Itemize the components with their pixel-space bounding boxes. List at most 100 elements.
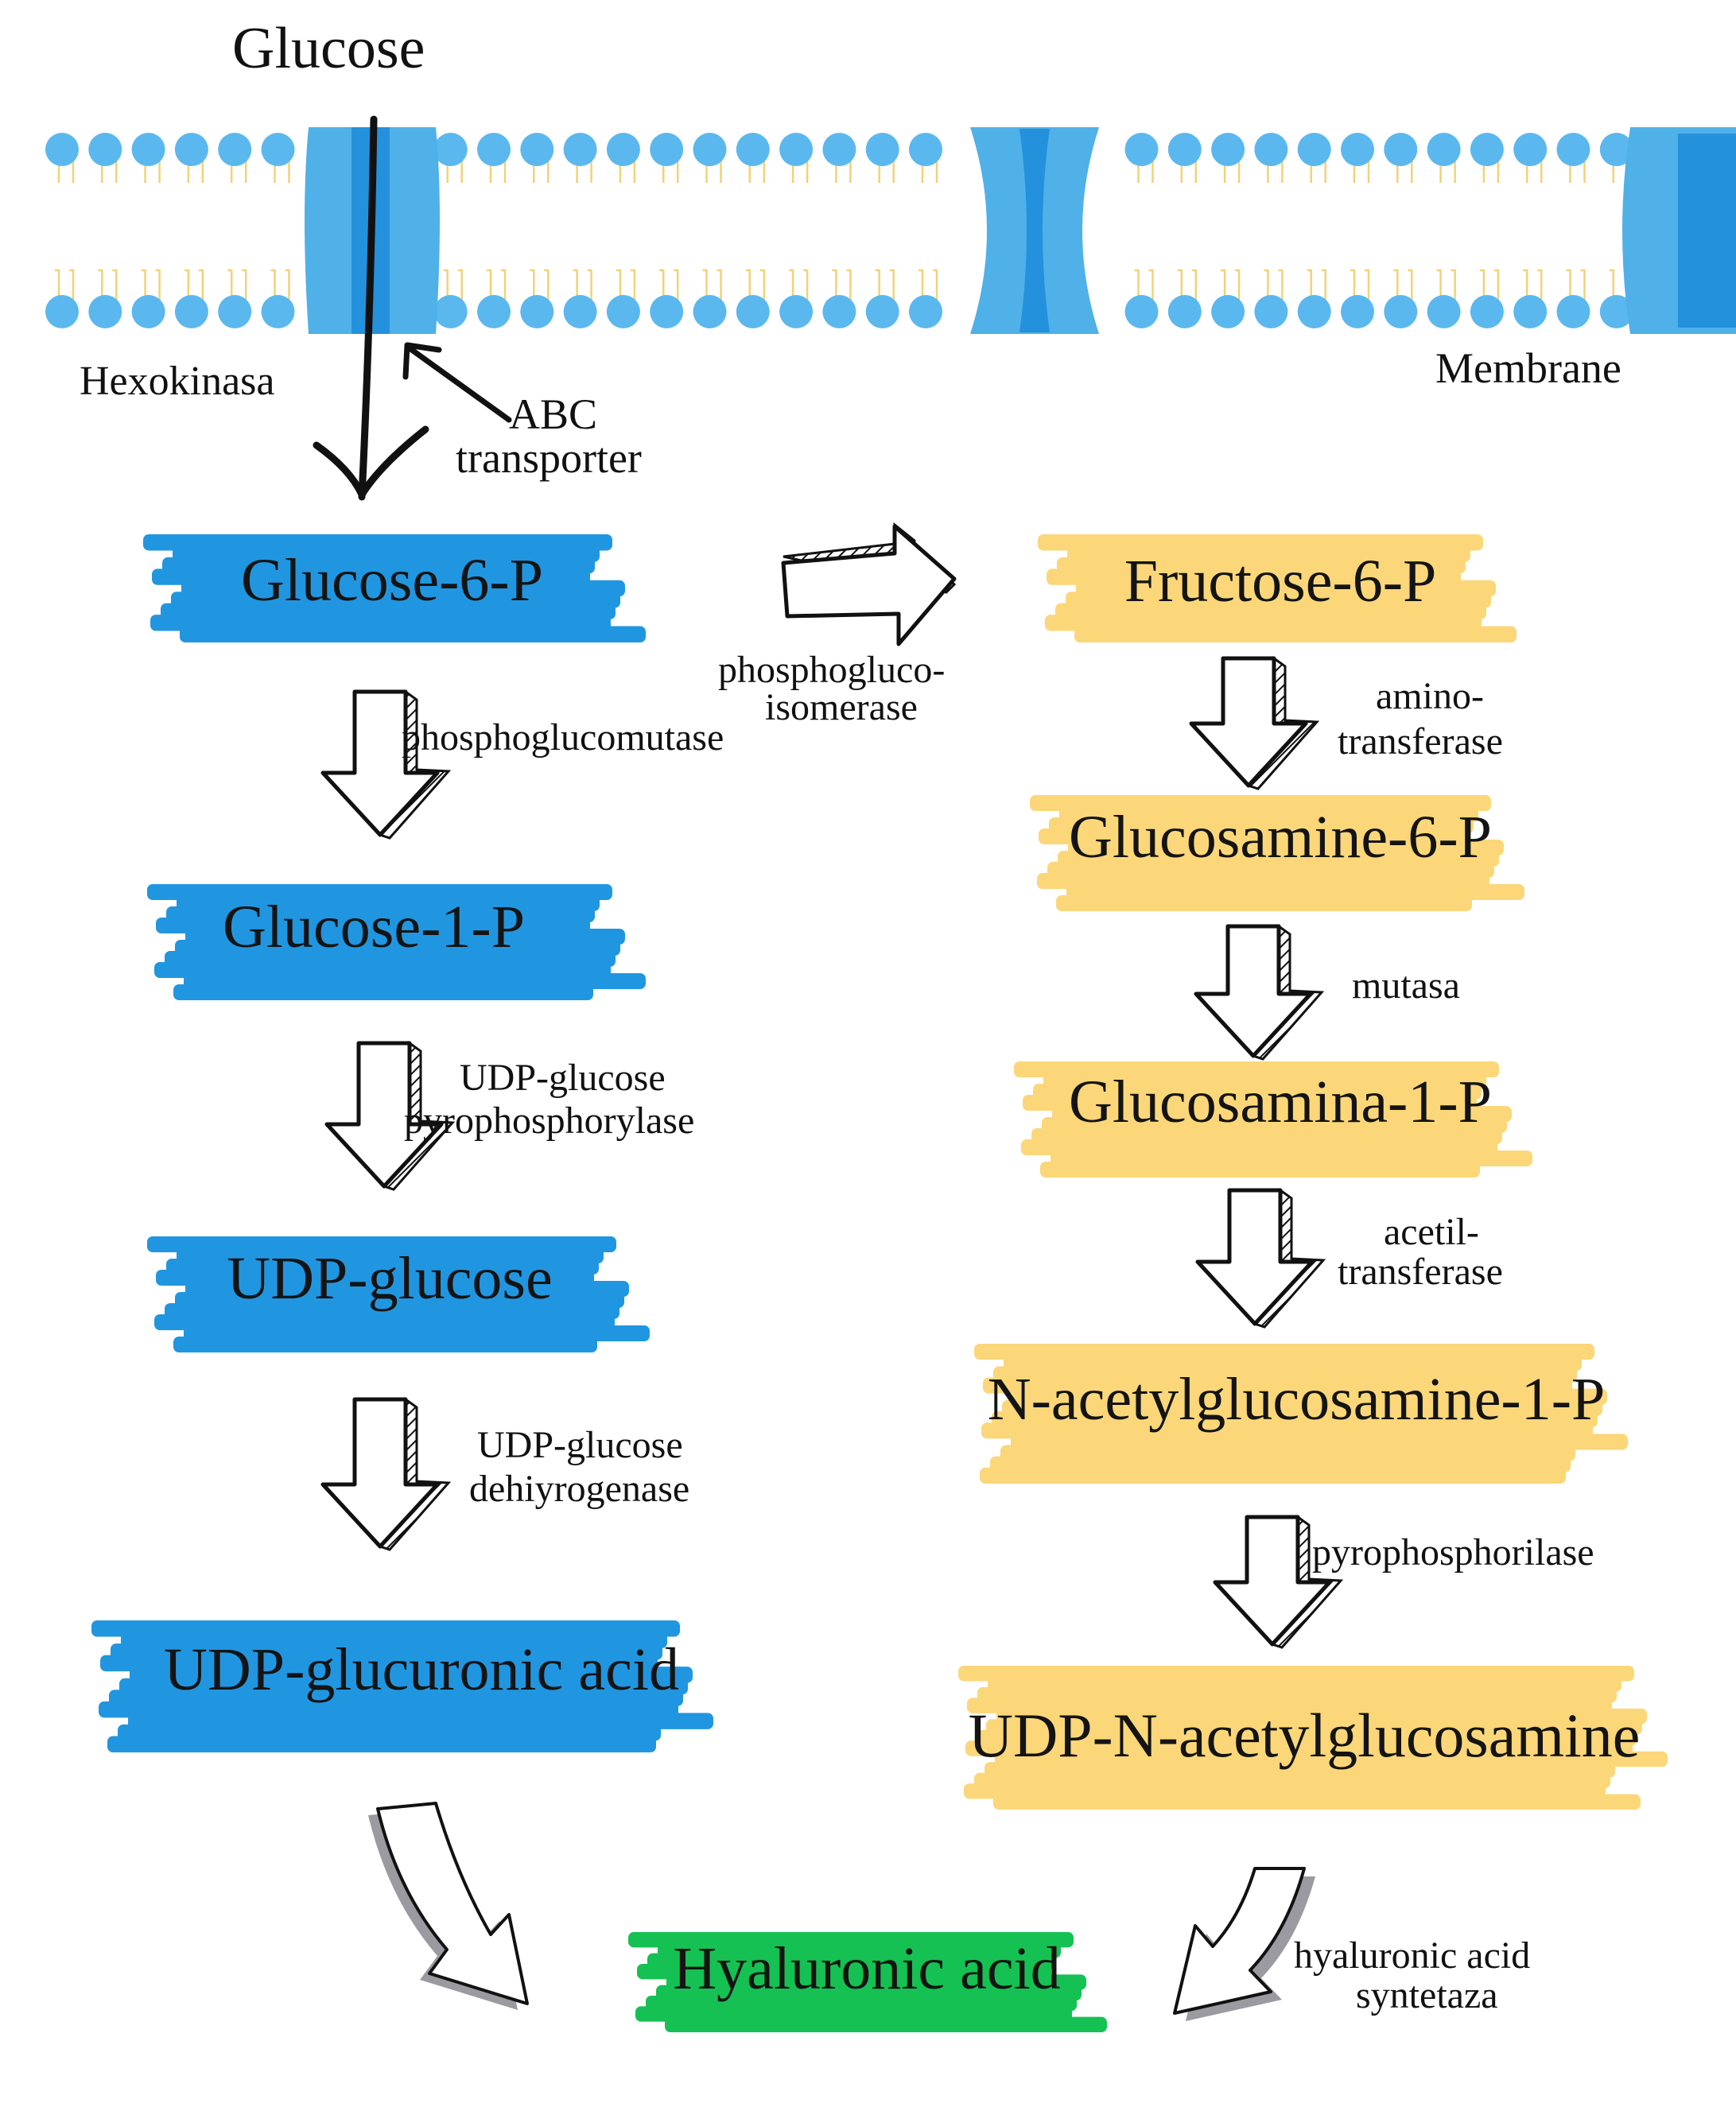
lipid-head bbox=[433, 133, 468, 166]
lipid-tail bbox=[285, 269, 290, 304]
highlighter-strokes bbox=[91, 534, 1668, 2032]
lipid-head bbox=[88, 133, 122, 166]
lipid-head bbox=[1513, 295, 1548, 328]
lipid-head bbox=[1513, 133, 1548, 166]
lipid-tail bbox=[457, 269, 463, 304]
highlight-glucosamina-1-p bbox=[1014, 1061, 1532, 1178]
enzyme-aminotransferase-line1: amino- bbox=[1376, 675, 1484, 717]
enzyme-hyaluronic-acid-synthetase-line1: hyaluronic acid bbox=[1294, 1934, 1531, 1977]
lipid-head bbox=[1297, 133, 1331, 166]
lipid-head bbox=[1427, 133, 1461, 166]
lipid-tail bbox=[630, 269, 636, 304]
abc-transporter-pointer-arrow bbox=[402, 342, 512, 423]
down-arrow-icon bbox=[1189, 656, 1320, 790]
lipid-tail bbox=[501, 269, 507, 304]
lipid-tail bbox=[544, 269, 550, 304]
lipid-head bbox=[779, 295, 814, 328]
enzyme-aminotransferase-line2: transferase bbox=[1338, 720, 1503, 762]
lipid-head bbox=[865, 295, 899, 328]
lipid-head bbox=[1124, 295, 1159, 328]
lipid-head bbox=[650, 133, 684, 166]
abc-transporter-label-line2: transporter bbox=[456, 434, 642, 482]
lipid-head bbox=[1124, 133, 1159, 166]
lipid-tail bbox=[1235, 269, 1241, 304]
lipid-tail bbox=[1365, 269, 1370, 304]
lipid-head bbox=[1254, 295, 1288, 328]
lipid-head bbox=[606, 295, 640, 328]
lipid-tail bbox=[1451, 269, 1456, 304]
highlight-hyaluronic-acid bbox=[628, 1932, 1107, 2032]
lipid-head bbox=[1556, 295, 1590, 328]
lipid-tail bbox=[1408, 269, 1413, 304]
lipid-head bbox=[1254, 133, 1288, 166]
enzyme-udp-glucose-pyrophosphorylase-line1: UDP-glucose bbox=[460, 1057, 666, 1099]
enzyme-phosphoglucoisomerase-line2: isomerase bbox=[765, 686, 918, 728]
lipid-head bbox=[865, 133, 899, 166]
lipid-tail bbox=[1191, 269, 1198, 304]
lipid-head bbox=[822, 295, 856, 328]
lipid-head bbox=[477, 133, 511, 166]
highlight-glucose-6-p bbox=[143, 534, 646, 642]
lipid-tail bbox=[1278, 269, 1284, 304]
down-arrow-icon bbox=[1195, 1188, 1326, 1329]
node-n-acetylglucosamine-1-p: N-acetylglucosamine-1-P bbox=[987, 1366, 1606, 1433]
right-arrow-icon bbox=[781, 522, 957, 646]
lipid-head bbox=[1427, 295, 1461, 328]
lipid-head bbox=[261, 133, 295, 166]
down-arrow-icon bbox=[320, 1397, 452, 1551]
node-udp-glucose: UDP-glucose bbox=[227, 1245, 553, 1312]
highlight-glucose-1-p bbox=[147, 884, 646, 1000]
lipid-head bbox=[45, 295, 79, 328]
node-fructose-6-p: Fructose-6-P bbox=[1124, 548, 1437, 615]
lipid-head bbox=[1211, 133, 1245, 166]
highlight-n-acetylglucosamine-1-p bbox=[974, 1344, 1628, 1484]
lipid-head bbox=[650, 295, 684, 328]
enzyme-acetiltransferase-line1: acetil- bbox=[1384, 1211, 1479, 1253]
enzyme-udp-glucose-dehydrogenase-line2: dehiyrogenase bbox=[469, 1468, 690, 1510]
membrane-label: Membrane bbox=[1435, 344, 1621, 392]
glucose-import-arrow bbox=[313, 115, 429, 501]
highlight-fructose-6-p bbox=[1038, 534, 1517, 642]
lipid-tail bbox=[1493, 269, 1500, 304]
down-arrow-icon bbox=[320, 689, 452, 840]
lipid-head bbox=[1341, 133, 1374, 166]
highlight-glucosamine-6-p bbox=[1030, 795, 1524, 911]
node-glucosamina-1-p: Glucosamina-1-P bbox=[1069, 1069, 1492, 1135]
lipid-head bbox=[779, 133, 814, 166]
lipid-head bbox=[1167, 295, 1202, 328]
lipid-head bbox=[174, 295, 208, 328]
lipid-head bbox=[822, 133, 856, 166]
node-udp-n-acetylglucosamine: UDP-N-acetylglucosamine bbox=[968, 1701, 1641, 1770]
lipid-head bbox=[131, 133, 165, 166]
node-glucose-6-p: Glucose-6-P bbox=[241, 547, 543, 614]
lipid-tail bbox=[933, 269, 938, 304]
cell-membrane bbox=[45, 127, 1736, 334]
enzyme-acetiltransferase-line2: transferase bbox=[1338, 1251, 1503, 1293]
lipid-head bbox=[520, 133, 554, 166]
lipid-head bbox=[174, 133, 208, 166]
lipid-head bbox=[909, 133, 942, 166]
down-arrow-icon bbox=[1213, 1515, 1344, 1649]
node-glucose-1-p: Glucose-1-P bbox=[223, 894, 525, 960]
abc-transporter-label-line1: ABC bbox=[509, 390, 598, 438]
lipid-tail bbox=[1537, 269, 1543, 304]
lipid-head bbox=[563, 295, 597, 328]
glucose-title: Glucose bbox=[232, 16, 425, 81]
highlight-udp-glucuronic-acid bbox=[91, 1620, 713, 1752]
node-udp-glucuronic-acid: UDP-glucuronic acid bbox=[164, 1636, 679, 1703]
curved-arrow-right bbox=[1173, 1867, 1315, 2021]
lipid-tail bbox=[1148, 269, 1154, 304]
lipid-tail bbox=[198, 269, 204, 304]
lipid-head bbox=[1470, 133, 1504, 166]
lipid-tail bbox=[587, 269, 592, 304]
lipid-head bbox=[736, 295, 770, 328]
lipid-head bbox=[1556, 133, 1590, 166]
lipid-tail bbox=[803, 269, 809, 304]
lipid-head bbox=[1384, 295, 1418, 328]
lipid-tail bbox=[674, 269, 679, 304]
lipid-head bbox=[88, 295, 122, 328]
lipid-head bbox=[433, 295, 468, 328]
lipid-tail bbox=[242, 269, 247, 304]
enzyme-pyrophosphorilase: pyrophosphorilase bbox=[1312, 1531, 1594, 1573]
